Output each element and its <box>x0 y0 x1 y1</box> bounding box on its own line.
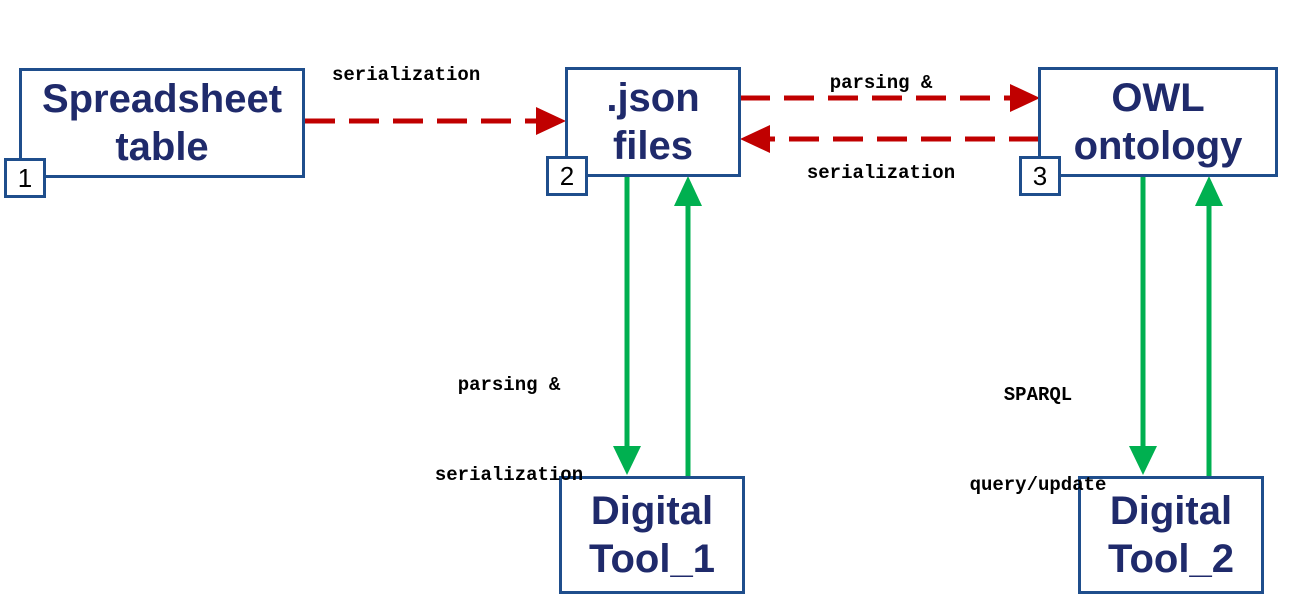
owl-line1: OWL <box>1111 76 1205 120</box>
spreadsheet-number-badge: 1 <box>4 158 46 198</box>
spreadsheet-line1: Spreadsheet <box>41 77 283 121</box>
spreadsheet-line2: table <box>115 125 209 169</box>
label-top-parsing-line2: serialization <box>806 162 956 184</box>
tool1-line2: Tool_1 <box>589 537 715 581</box>
json-line2: files <box>612 124 694 168</box>
arrow-spreadsheet-to-json <box>305 107 566 135</box>
label-top-parsing: parsing & serialization <box>781 8 981 218</box>
arrow-tool1-to-json <box>674 176 702 476</box>
label-sparql-line2: query/update <box>969 474 1107 496</box>
digital-tool2-node: Digital Tool_2 <box>1078 476 1264 594</box>
arrow-owl-to-tool2 <box>1129 177 1157 475</box>
label-mid-parsing-line2: serialization <box>434 464 584 486</box>
json-number-badge: 2 <box>546 156 588 196</box>
digital-tool1-node: Digital Tool_1 <box>559 476 745 594</box>
arrow-tool2-to-owl <box>1195 176 1223 476</box>
tool2-line1: Digital <box>1109 489 1233 533</box>
label-mid-parsing: parsing & serialization <box>409 310 609 520</box>
owl-line2: ontology <box>1073 124 1243 168</box>
label-serialization: serialization <box>332 64 481 86</box>
json-files-node: .json files <box>565 67 741 177</box>
spreadsheet-table-node: Spreadsheet table <box>19 68 305 178</box>
tool2-line2: Tool_2 <box>1108 537 1234 581</box>
arrow-owl-to-json <box>740 125 1039 153</box>
label-sparql: SPARQL query/update <box>938 320 1138 530</box>
arrow-json-to-owl <box>740 84 1040 112</box>
owl-number-badge: 3 <box>1019 156 1061 196</box>
owl-ontology-node: OWL ontology <box>1038 67 1278 177</box>
json-line1: .json <box>606 76 700 120</box>
tool1-line1: Digital <box>590 489 714 533</box>
arrow-json-to-tool1 <box>613 177 641 475</box>
label-sparql-line1: SPARQL <box>1003 384 1073 406</box>
label-top-parsing-line1: parsing & <box>829 72 933 94</box>
label-mid-parsing-line1: parsing & <box>457 374 561 396</box>
